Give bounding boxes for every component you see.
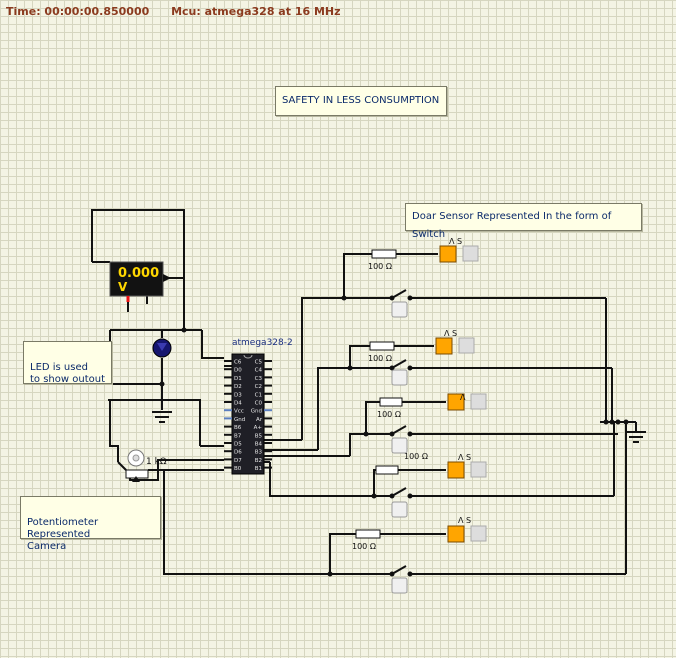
switches — [389, 289, 413, 577]
led-label-4: Λ S — [458, 453, 471, 462]
mcu-pin-label: B7 — [234, 433, 242, 439]
voltmeter: 0.000 V — [109, 261, 171, 302]
led-label-1: Λ S — [449, 237, 462, 246]
mcu-pin-label: D5 — [234, 442, 242, 448]
title-note[interactable]: SAFETY IN LESS CONSUMPTION — [275, 86, 447, 116]
mcu-info: Mcu: atmega328 at 16 MHz — [171, 5, 341, 18]
mcu-pin-label: C4 — [255, 368, 263, 374]
resistor-label-5: 100 Ω — [352, 542, 376, 551]
voltmeter-unit: V — [118, 280, 128, 294]
mcu-name: atmega328-2 — [232, 338, 293, 348]
resistor-label-4: 100 Ω — [404, 452, 428, 461]
mcu-pin-label: B5 — [255, 433, 263, 439]
sim-time: Time: 00:00:00.850000 — [6, 5, 150, 18]
status-bar: Time: 00:00:00.850000 Mcu: atmega328 at … — [6, 5, 359, 18]
potentiometer: 1 kΩ — [117, 449, 167, 482]
title-text: SAFETY IN LESS CONSUMPTION — [282, 95, 440, 106]
led-note[interactable]: LED is used to show outout — [23, 341, 112, 385]
door-sensor-note[interactable]: Doar Sensor Represented In the form of S… — [405, 203, 642, 240]
mcu-pin-label: D7 — [234, 458, 242, 464]
led-note-text: LED is used to show outout — [30, 362, 105, 385]
potentiometer-note-text: Potentiometer Represented Camera — [27, 517, 99, 552]
mcu-pin-label: D1 — [234, 376, 242, 382]
mcu-pin-label: C5 — [255, 360, 263, 366]
mcu-pin-label: D4 — [234, 401, 242, 407]
mcu-pin-label: D0 — [234, 368, 242, 374]
mcu-pin-label: Vcc — [234, 409, 244, 415]
pot-label: 1 kΩ — [146, 457, 167, 467]
potentiometer-note[interactable]: Potentiometer Represented Camera — [20, 496, 161, 552]
ground-symbols — [152, 411, 646, 443]
mcu-pin-label: C0 — [255, 401, 263, 407]
mcu-pin-label: C3 — [255, 376, 263, 382]
mcu-pin-label: Ar — [256, 417, 263, 423]
resistor-label-3: 100 Ω — [377, 410, 401, 419]
led-label-5: Λ S — [458, 516, 471, 525]
mcu-pin-label: D2 — [234, 384, 242, 390]
resistor-label-1: 100 Ω — [368, 262, 392, 271]
mcu-chip: atmega328-2 C6D0D1D2D3D4VccGndB6B7D5D6D7… — [224, 338, 293, 475]
mcu-pin-label: C6 — [234, 360, 242, 366]
mcu-pin-label: B3 — [255, 450, 263, 456]
mcu-pin-label: Gnd — [251, 409, 262, 415]
mcu-pin-label: C2 — [255, 384, 262, 390]
led-label-2: Λ S — [444, 329, 457, 338]
mcu-pin-label: B1 — [255, 466, 262, 472]
led-label-3: Λ — [460, 393, 466, 402]
door-sensor-text: Doar Sensor Represented In the form of S… — [412, 211, 612, 240]
mcu-pin-label: B6 — [234, 425, 242, 431]
mcu-pin-label: D3 — [234, 392, 242, 398]
mcu-pin-label: B2 — [255, 458, 262, 464]
mcu-pin-label: A+ — [254, 425, 263, 431]
voltmeter-value: 0.000 — [118, 266, 159, 281]
mcu-pin-label: D6 — [234, 450, 242, 456]
mcu-pin-label: Gnd — [234, 417, 245, 423]
blue-led — [152, 338, 172, 358]
leds — [435, 245, 487, 543]
mcu-pin-label: C1 — [255, 392, 262, 398]
mcu-pin-label: B4 — [255, 442, 263, 448]
resistors — [355, 249, 403, 539]
switch-buttons — [391, 301, 408, 594]
resistor-label-2: 100 Ω — [368, 354, 392, 363]
mcu-pin-label: B0 — [234, 466, 242, 472]
